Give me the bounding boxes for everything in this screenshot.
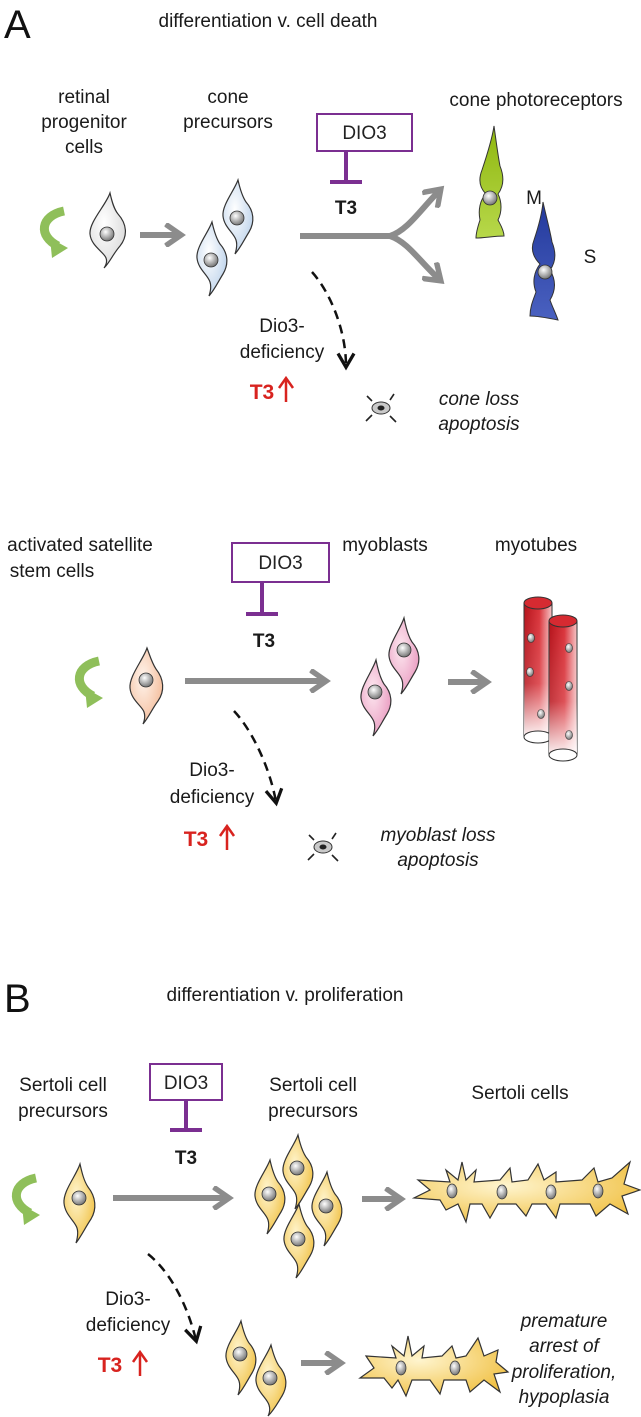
- nucleus-icon: [496, 1184, 508, 1200]
- myoblast-loss-line2: apoptosis: [397, 850, 479, 871]
- nucleus-icon: [395, 1360, 407, 1376]
- progenitor-label-line2: progenitor: [41, 112, 127, 133]
- progenitor-label-line1: retinal: [58, 87, 110, 108]
- cone-photoreceptor-label: cone photoreceptors: [449, 90, 622, 111]
- cone-precursor-cell-icon: [196, 219, 228, 297]
- retinal-progenitor-label: retinal progenitor cells: [41, 87, 127, 158]
- sertoli-precursor-cell-icon: [283, 1201, 315, 1279]
- cone-precursor-line1: cone: [207, 87, 248, 108]
- sertoli-precursor-label-mid: Sertoli cell precursors: [268, 1075, 358, 1122]
- precursor-left-line1: Sertoli cell: [19, 1075, 107, 1096]
- panel-a-title: differentiation v. cell death: [159, 11, 378, 32]
- deficiency-line2: deficiency: [86, 1315, 171, 1336]
- dio3-deficiency-label: Dio3- deficiency: [240, 316, 325, 363]
- cone-loss-line1: cone loss: [439, 389, 520, 410]
- up-arrow-icon: [131, 1349, 149, 1376]
- sertoli-precursor-cell-icon: [225, 1318, 257, 1396]
- nucleus-icon: [446, 1183, 458, 1199]
- dio3-label: DIO3: [164, 1073, 208, 1094]
- progenitor-label-line3: cells: [65, 137, 103, 158]
- s-cone-photoreceptor-icon: [529, 201, 559, 321]
- myotube-icon: [548, 614, 578, 762]
- premature-arrest-outcome-label: premature arrest of proliferation, hypop…: [511, 1311, 617, 1408]
- dio3-deficiency-label: Dio3- deficiency: [86, 1289, 171, 1336]
- outcome-line4: hypoplasia: [519, 1387, 610, 1408]
- t3-up-label: T3: [98, 1354, 123, 1377]
- dio3-label: DIO3: [258, 553, 302, 574]
- cone-loss-line2: apoptosis: [438, 414, 520, 435]
- t3-label: T3: [335, 198, 357, 219]
- sertoli-cell-row: [411, 1160, 641, 1224]
- sertoli-precursor-label-left: Sertoli cell precursors: [18, 1075, 108, 1122]
- t3-label: T3: [253, 631, 275, 652]
- sertoli-precursor-cell-icon: [63, 1161, 96, 1244]
- s-cone-label: S: [584, 247, 597, 268]
- myoblast-cell-icon: [360, 657, 392, 737]
- up-arrow-icon: [277, 375, 295, 402]
- cycle-arrowhead-icon: [22, 1205, 40, 1225]
- precursor-left-line2: precursors: [18, 1101, 108, 1122]
- arrow-branch-m: [388, 190, 440, 239]
- dashed-arrow-to-apoptosis: [233, 710, 284, 807]
- dio3-label: DIO3: [342, 123, 386, 144]
- t3-up-label: T3: [184, 828, 209, 851]
- m-cone-photoreceptor-icon: [475, 125, 505, 239]
- panel-b-letter: B: [4, 977, 31, 1021]
- dashed-arrow-to-apoptosis: [311, 271, 356, 371]
- panel-a-letter: A: [4, 3, 31, 47]
- cycle-arrowhead-icon: [50, 238, 68, 258]
- deficiency-line1: Dio3-: [259, 316, 304, 337]
- satellite-stem-cell-label: activated satellite stem cells: [7, 535, 153, 582]
- arrow-branch-s: [388, 233, 440, 280]
- myotubes-label: myotubes: [495, 535, 577, 556]
- precursor-mid-line1: Sertoli cell: [269, 1075, 357, 1096]
- cone-precursor-cell-icon: [222, 177, 254, 255]
- outcome-line2: arrest of: [529, 1336, 600, 1357]
- sertoli-precursor-cell-icon: [255, 1342, 287, 1417]
- deficiency-line2: deficiency: [240, 342, 325, 363]
- precursor-mid-line2: precursors: [268, 1101, 358, 1122]
- progenitor-cell-icon: [89, 190, 126, 269]
- myotube-icon: [523, 596, 553, 744]
- dio3-box: [231, 542, 330, 583]
- sertoli-precursor-cell-icon: [254, 1157, 286, 1235]
- panel-b-title: differentiation v. proliferation: [167, 985, 404, 1006]
- cycle-arrowhead-icon: [85, 688, 103, 708]
- myoblast-loss-outcome-label: myoblast loss apoptosis: [380, 825, 496, 871]
- deficiency-line2: deficiency: [170, 787, 255, 808]
- cone-precursor-line2: precursors: [183, 112, 273, 133]
- dio3-box: [316, 113, 413, 152]
- t3-up-label: T3: [250, 381, 275, 404]
- deficiency-line1: Dio3-: [105, 1289, 150, 1310]
- cone-loss-outcome-label: cone loss apoptosis: [438, 389, 520, 435]
- outcome-line3: proliferation,: [511, 1362, 617, 1383]
- satellite-line2: stem cells: [10, 561, 94, 582]
- sertoli-precursor-cell-icon: [311, 1169, 343, 1247]
- t3-label: T3: [175, 1148, 197, 1169]
- satellite-line1: activated satellite: [7, 535, 153, 556]
- dio3-deficiency-label: Dio3- deficiency: [170, 760, 255, 808]
- apoptotic-cell-icon: [307, 832, 339, 862]
- arrested-sertoli-cell-row: [358, 1335, 510, 1398]
- cone-precursor-label: cone precursors: [183, 87, 273, 133]
- myoblasts-label: myoblasts: [342, 535, 428, 556]
- m-cone-label: M: [526, 188, 542, 209]
- up-arrow-icon: [218, 823, 236, 850]
- nucleus-icon: [545, 1184, 557, 1200]
- outcome-line1: premature: [520, 1311, 608, 1332]
- myoblast-cell-icon: [388, 615, 420, 695]
- apoptotic-cell-icon: [365, 393, 397, 423]
- dashed-arrow-to-arrest: [147, 1253, 203, 1345]
- sertoli-precursor-cell-icon: [282, 1132, 314, 1210]
- deficiency-line1: Dio3-: [189, 760, 234, 781]
- sertoli-precursor-cluster: [254, 1132, 343, 1279]
- myoblast-loss-line1: myoblast loss: [380, 825, 496, 846]
- satellite-stem-cell-icon: [129, 646, 164, 725]
- dio3-box: [149, 1063, 223, 1101]
- nucleus-icon: [592, 1183, 604, 1199]
- sertoli-cells-label: Sertoli cells: [471, 1083, 568, 1104]
- nucleus-icon: [449, 1360, 461, 1376]
